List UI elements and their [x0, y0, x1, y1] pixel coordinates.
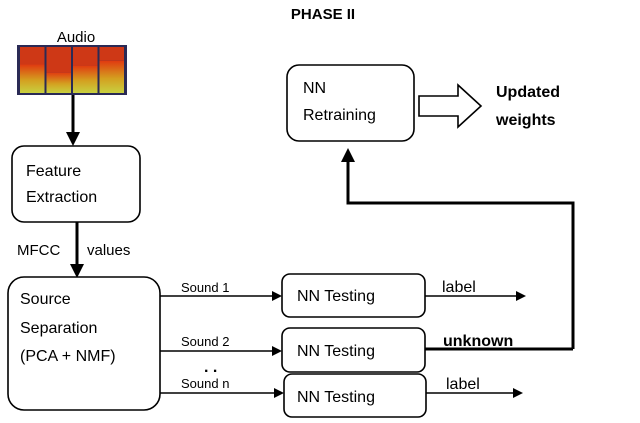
source-separation-line1: Source [20, 291, 71, 308]
ellipsis: . . [204, 359, 217, 376]
sound-2-label: Sound 2 [181, 334, 229, 349]
spectrogram-bar [73, 65, 98, 93]
source-separation-line2: Separation [20, 320, 97, 337]
nn-testing-1-label: NN Testing [297, 288, 375, 305]
spectrogram-image [17, 45, 127, 95]
mfcc-label: MFCC [17, 242, 60, 259]
spectrogram-bar-top [46, 47, 71, 73]
output-2-label: unknown [443, 333, 513, 350]
updated-weights-line2: weights [495, 112, 556, 129]
phase-title: PHASE II [291, 6, 355, 23]
output-3-label: label [446, 376, 480, 393]
feature-extraction-box: Feature Extraction [11, 145, 141, 223]
output-1-label: label [442, 279, 476, 296]
spectrogram-bar-top [99, 47, 124, 61]
updated-weights-line1: Updated [496, 84, 560, 101]
nn-retraining-box: NN Retraining [286, 64, 415, 142]
feature-extraction-line2: Extraction [26, 189, 97, 206]
nn-testing-box-3: NN Testing [283, 373, 427, 418]
sound-n-label: Sound n [181, 376, 229, 391]
spectrogram-bar-top [73, 47, 98, 66]
source-separation-line3: (PCA + NMF) [20, 348, 116, 365]
source-separation-box: Source Separation (PCA + NMF) [7, 276, 161, 411]
nn-testing-box-1: NN Testing [281, 273, 426, 318]
values-label: values [87, 242, 130, 259]
spectrogram-bar [20, 64, 45, 93]
spectrogram-bar [46, 72, 71, 93]
nn-testing-box-2: NN Testing [281, 327, 426, 373]
nn-retraining-line2: Retraining [303, 107, 376, 124]
nn-testing-2-label: NN Testing [297, 343, 375, 360]
spectrogram-bar [99, 60, 124, 93]
audio-label: Audio [57, 29, 95, 46]
feedback-arrow-to-retraining [341, 148, 575, 349]
output-block-arrow-icon [418, 83, 483, 129]
feature-extraction-line1: Feature [26, 163, 81, 180]
nn-retraining-line1: NN [303, 80, 326, 97]
sound-1-label: Sound 1 [181, 280, 229, 295]
spectrogram-bar-top [20, 47, 45, 65]
nn-testing-3-label: NN Testing [297, 389, 375, 406]
